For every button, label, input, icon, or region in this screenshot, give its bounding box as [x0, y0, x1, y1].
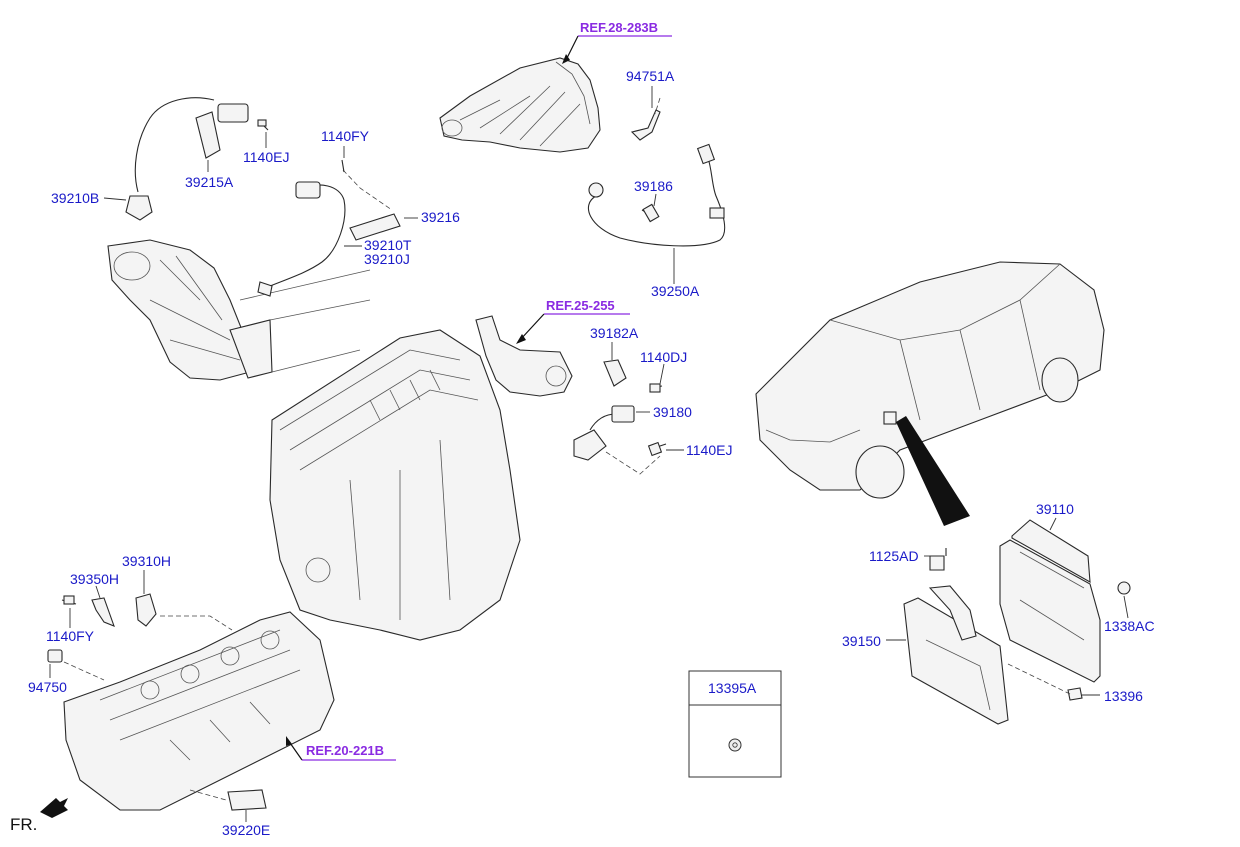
- oxygen-sensor-rear-drawing: [257, 159, 401, 297]
- label-39250a: 39250A: [651, 283, 700, 299]
- cylinder-head-drawing: [63, 611, 335, 811]
- ecu-drawing: [929, 519, 1131, 701]
- location-pointer: [896, 416, 970, 526]
- camshaft-sensor-drawing: [47, 593, 267, 811]
- label-39182a: 39182A: [590, 325, 639, 341]
- label-1140fy-bottom: 1140FY: [46, 628, 95, 644]
- label-39310h: 39310H: [122, 553, 171, 569]
- ecu-bracket-drawing: [903, 585, 1071, 725]
- label-39186: 39186: [634, 178, 673, 194]
- label-39110: 39110: [1036, 501, 1074, 517]
- label-39220e: 39220E: [222, 822, 270, 838]
- nut-icon: [728, 738, 742, 752]
- bracket-94751a-drawing: [630, 97, 661, 141]
- ref-link-25-255[interactable]: REF.25-255: [546, 298, 615, 313]
- leader-lines: [49, 86, 1129, 822]
- label-1140dj: 1140DJ: [640, 349, 687, 365]
- label-39210j: 39210J: [364, 251, 410, 267]
- knock-sensor-harness-drawing: [587, 143, 726, 247]
- engine-block-drawing: [269, 329, 521, 641]
- label-39350h: 39350H: [70, 571, 119, 587]
- exhaust-manifold-drawing: [107, 239, 371, 381]
- label-1140ej-mid: 1140EJ: [686, 442, 732, 458]
- label-1140ej-top: 1140EJ: [243, 149, 289, 165]
- front-direction-label: FR.: [10, 815, 37, 834]
- thermostat-housing-drawing: [475, 315, 667, 475]
- label-1125ad: 1125AD: [869, 548, 919, 564]
- oxygen-sensor-front-drawing: [125, 97, 269, 221]
- ref-link-20-221b[interactable]: REF.20-221B: [306, 743, 384, 758]
- label-39180: 39180: [653, 404, 692, 420]
- inset-13395a-box: [688, 670, 782, 778]
- vehicle-outline-drawing: [755, 261, 1105, 499]
- label-13396: 13396: [1104, 688, 1143, 704]
- label-94751a: 94751A: [626, 68, 675, 84]
- ref-underlines: [286, 35, 672, 761]
- label-13395a: 13395A: [708, 680, 757, 696]
- intake-manifold-drawing: [439, 57, 601, 153]
- label-39216: 39216: [421, 209, 460, 225]
- label-39215a: 39215A: [185, 174, 234, 190]
- label-1338ac: 1338AC: [1104, 618, 1155, 634]
- label-39210b: 39210B: [51, 190, 99, 206]
- label-39210t: 39210T: [364, 237, 412, 253]
- front-direction-arrow: [40, 798, 68, 818]
- ref-link-28-283b[interactable]: REF.28-283B: [580, 20, 658, 35]
- label-94750: 94750: [28, 679, 67, 695]
- label-39150: 39150: [842, 633, 881, 649]
- label-1140fy-top: 1140FY: [321, 128, 370, 144]
